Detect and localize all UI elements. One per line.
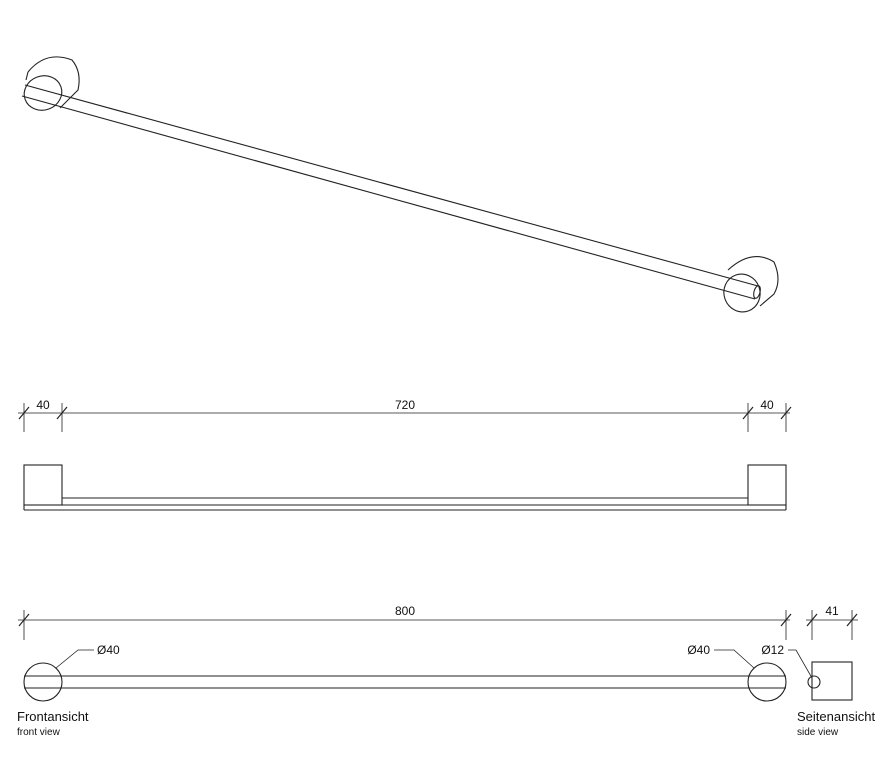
isometric-left-mount	[23, 56, 80, 111]
dimension-left-mount: 40	[36, 398, 50, 412]
top-left-mount	[23, 464, 63, 506]
front-right-mount	[747, 662, 787, 702]
side-view-title: Seitenansicht	[797, 709, 875, 724]
side-view: 41 Seitenansicht side view	[797, 604, 875, 738]
label-left-diameter: Ø40	[97, 643, 120, 657]
dimension-total-length: 800	[395, 604, 415, 618]
isometric-view	[21, 56, 779, 313]
label-right-diameter: Ø40	[687, 643, 710, 657]
front-left-mount	[23, 662, 63, 702]
top-right-mount	[747, 464, 787, 506]
isometric-right-mount	[723, 256, 779, 313]
dimension-bar-length: 720	[395, 398, 415, 412]
side-view-subtitle: side view	[797, 727, 839, 738]
top-view: 40 720 40	[18, 398, 792, 511]
side-bar-section	[807, 675, 821, 689]
front-view-title: Frontansicht	[17, 709, 89, 724]
front-view-subtitle: front view	[17, 727, 61, 738]
dimension-side-depth: 41	[825, 604, 839, 618]
side-mount	[811, 661, 853, 701]
dimension-right-mount: 40	[760, 398, 774, 412]
front-view: 800 Ø40 Ø40 Ø12 Frontansicht front view	[17, 604, 813, 738]
isometric-bar	[21, 84, 761, 300]
label-bar-diameter: Ø12	[761, 643, 784, 657]
